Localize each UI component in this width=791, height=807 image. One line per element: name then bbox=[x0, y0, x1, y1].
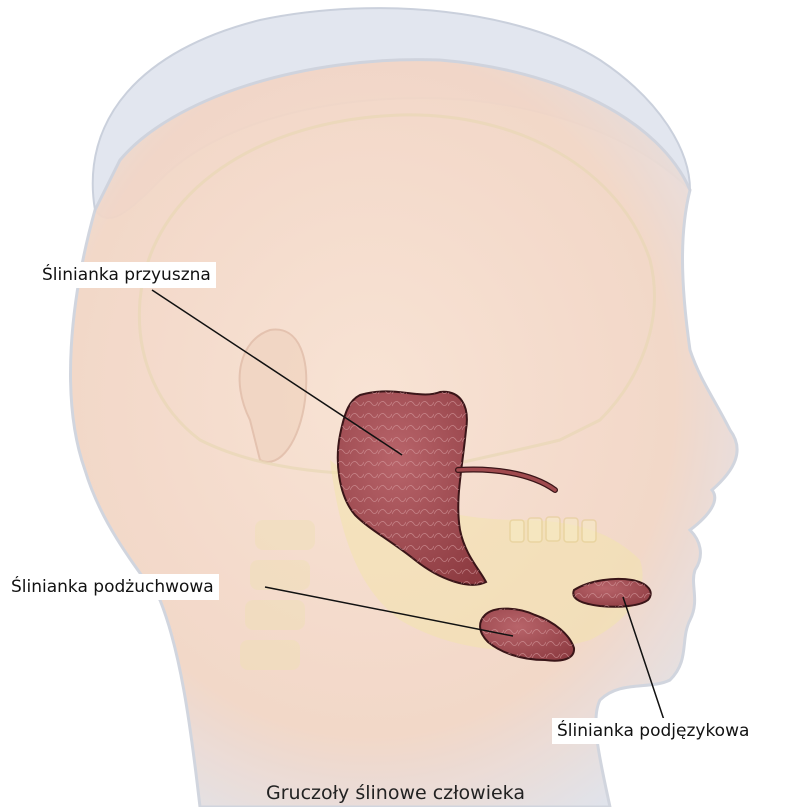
label-sublingual-gland: Ślinianka podjęzykowa bbox=[552, 718, 754, 744]
figure-caption: Gruczoły ślinowe człowieka bbox=[0, 782, 791, 804]
label-parotid-gland: Ślinianka przyuszna bbox=[37, 262, 216, 288]
label-submandibular-gland: Ślinianka podżuchwowa bbox=[6, 574, 219, 600]
teeth bbox=[510, 517, 596, 542]
